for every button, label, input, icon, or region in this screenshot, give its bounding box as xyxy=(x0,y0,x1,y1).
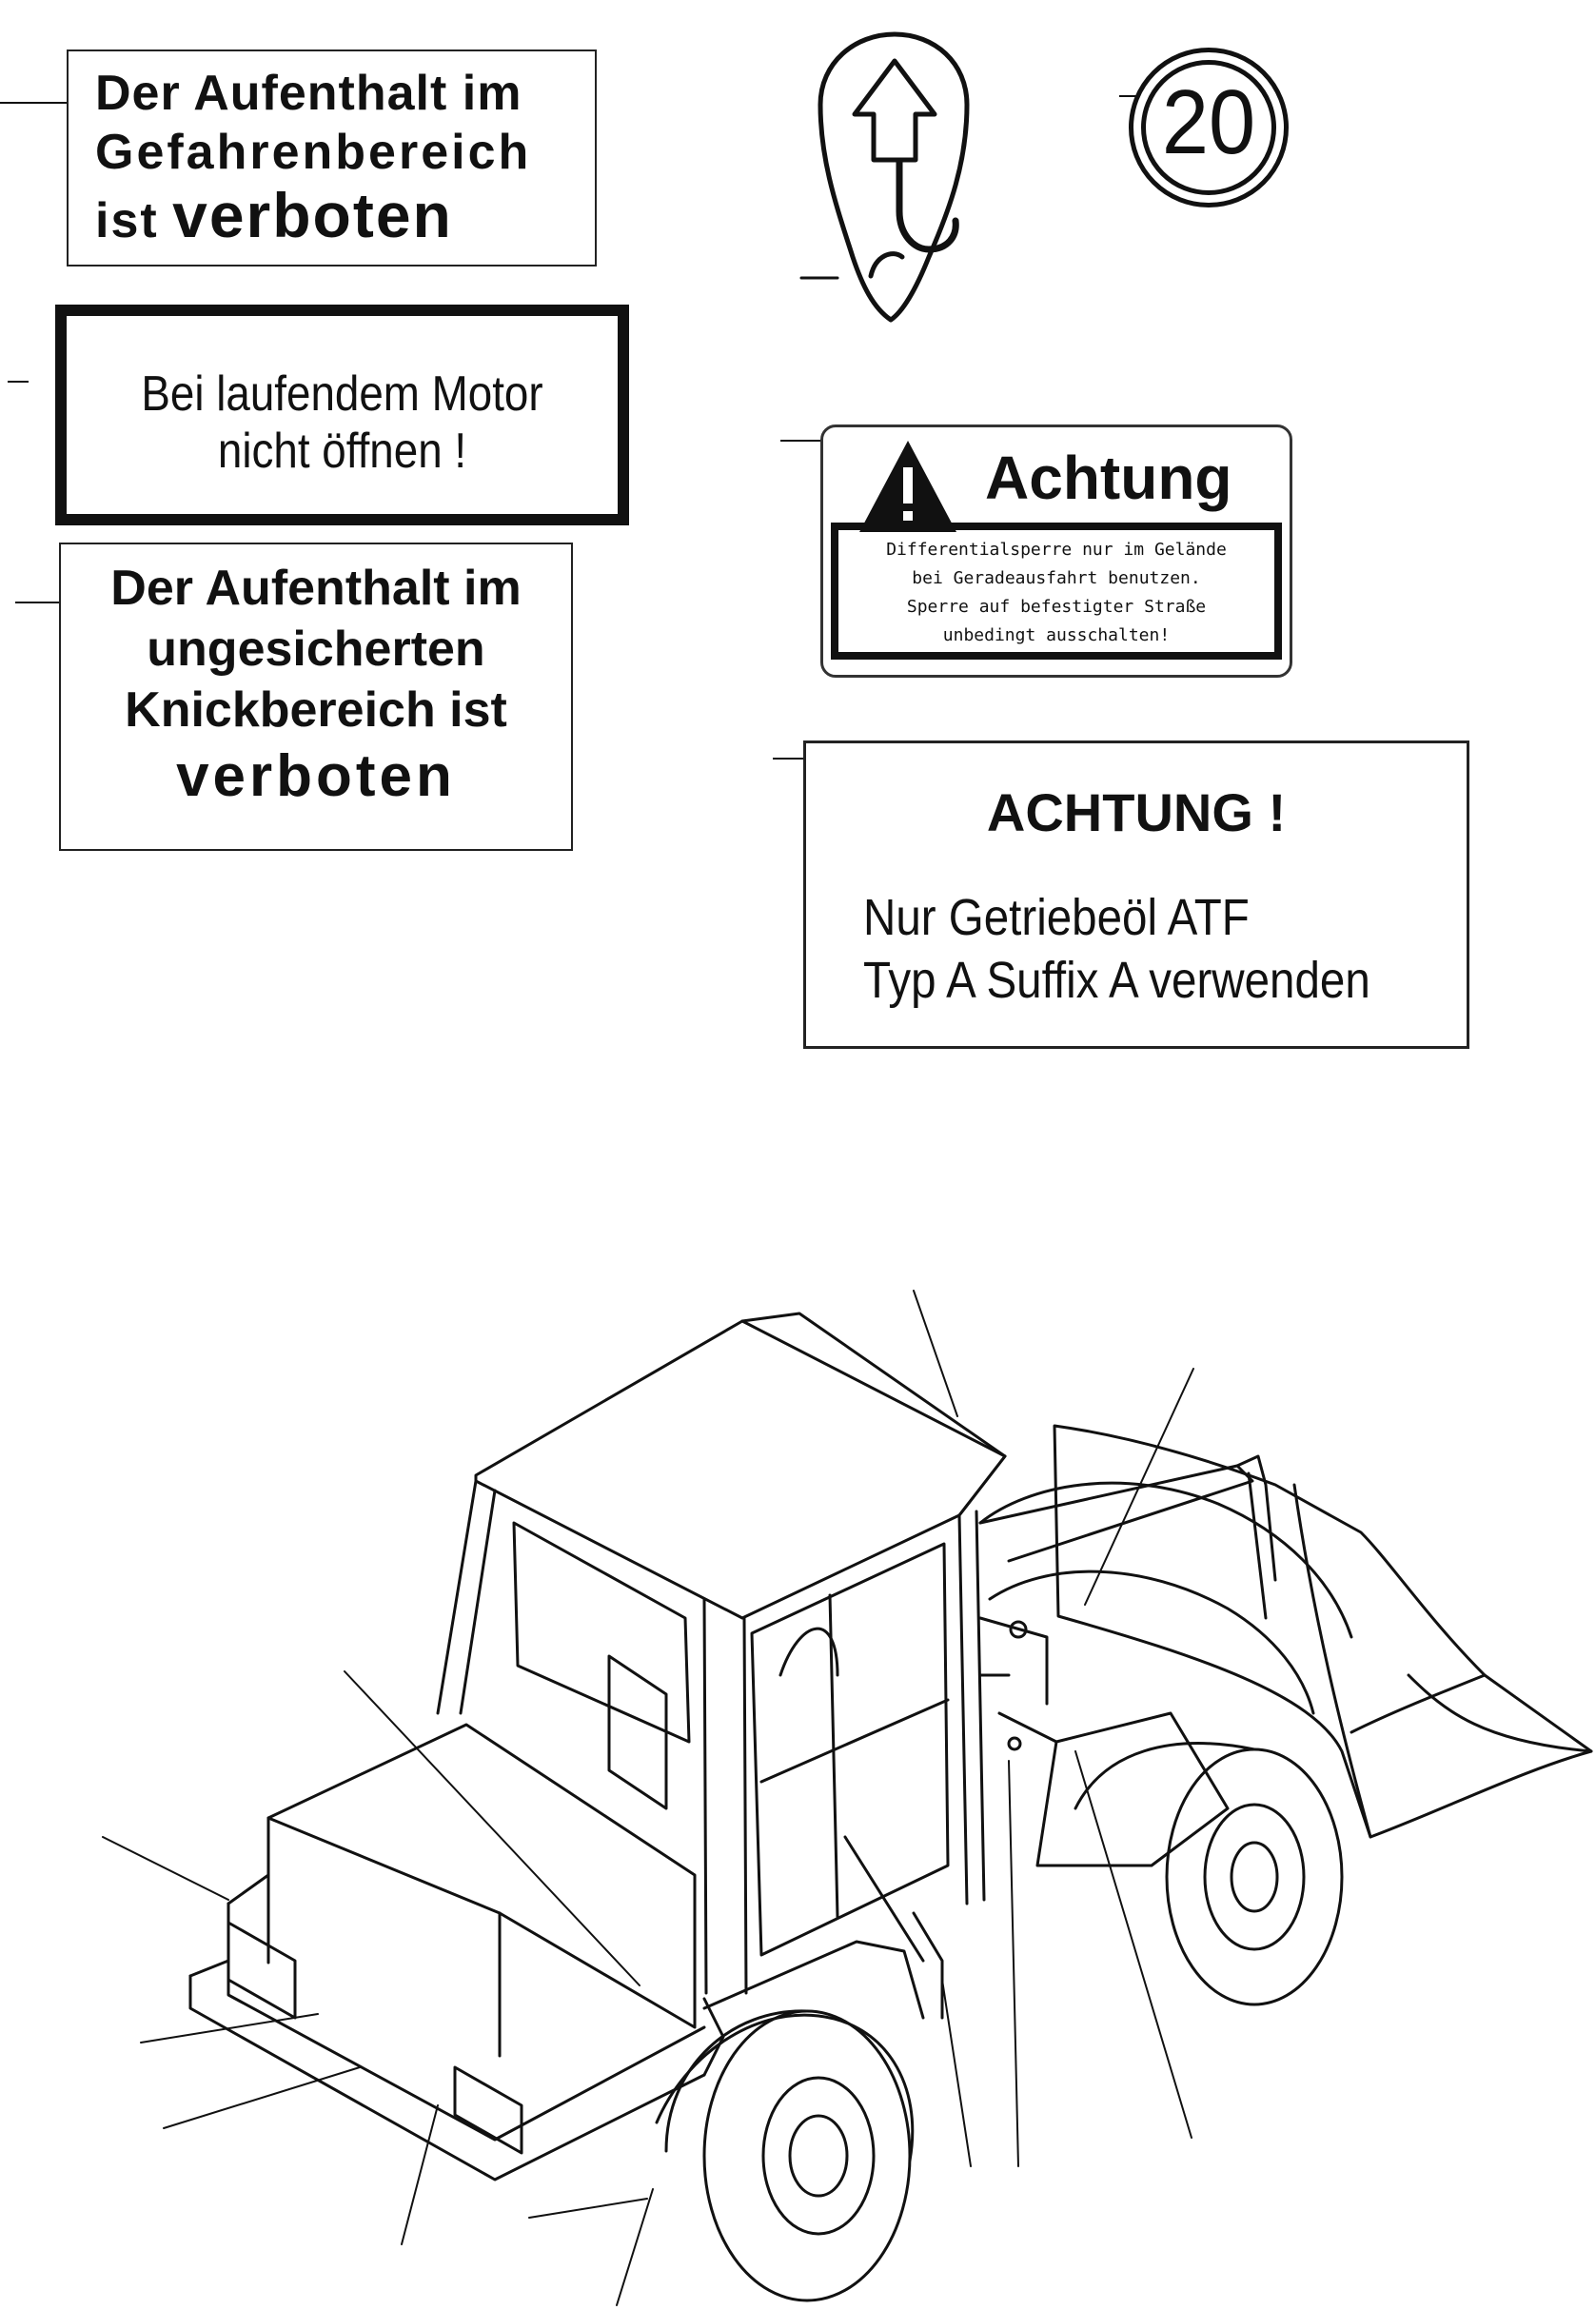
sign-differential-line2: bei Geradeausfahrt benutzen. xyxy=(912,568,1201,588)
sign-engine-running-line2: nicht öffnen ! xyxy=(217,424,467,479)
leader-line xyxy=(15,602,59,603)
sign-transmission-line2: Typ A Suffix A verwenden xyxy=(863,952,1370,1009)
callout-leaders xyxy=(102,1290,1194,2306)
sign-danger-zone-line3: ist verboten xyxy=(95,179,453,251)
leader-line xyxy=(780,440,826,442)
sign-articulation-line4: verboten xyxy=(176,743,456,809)
leader-line xyxy=(773,758,822,760)
sign-differential-line1: Differentialsperre nur im Gelände xyxy=(886,540,1227,560)
sign-articulation-zone: Der Aufenthalt im ungesicherten Knickber… xyxy=(59,543,573,851)
sign-articulation-line1: Der Aufenthalt im xyxy=(110,561,522,616)
sign-differential-lock: Achtung Differentialsperre nur im Geländ… xyxy=(820,424,1292,678)
sign-transmission-heading: ACHTUNG ! xyxy=(986,782,1287,842)
loader-wheel-rear xyxy=(664,2009,912,2302)
sign-transmission-line1: Nur Getriebeöl ATF xyxy=(863,889,1250,946)
crane-hook-icon xyxy=(818,31,970,323)
loader-cab-roof xyxy=(474,1312,1007,1620)
sign-engine-running: Bei laufendem Motor nicht öffnen ! xyxy=(55,305,629,525)
sign-danger-zone-line1: Der Aufenthalt im xyxy=(95,66,522,121)
sign-engine-running-line1: Bei laufendem Motor xyxy=(141,366,543,422)
leader-line xyxy=(0,102,69,104)
loader-fender xyxy=(655,1911,944,2162)
sign-speed-limit-inner-ring xyxy=(1141,60,1276,195)
sign-transmission-oil: ACHTUNG ! Nur Getriebeöl ATF Typ A Suffi… xyxy=(803,740,1469,1049)
sign-danger-zone-verboten: verboten xyxy=(172,180,453,250)
loader-wheel-front xyxy=(1035,1711,1344,2006)
sign-danger-zone: Der Aufenthalt im Gefahrenbereich ist ve… xyxy=(67,49,597,267)
loader-boom xyxy=(978,1454,1353,1715)
sign-differential-textbox: Differentialsperre nur im Gelände bei Ge… xyxy=(831,523,1282,660)
wheel-loader-drawing xyxy=(188,1312,1593,2302)
sign-differential-line3: Sperre auf befestigter Straße xyxy=(906,597,1207,617)
loader-frame xyxy=(978,1616,1058,1751)
sign-speed-limit: 20 xyxy=(1129,48,1289,207)
sign-speed-limit-value: 20 xyxy=(1161,71,1256,173)
loader-engine-hood xyxy=(188,1723,725,2182)
leader-line xyxy=(8,381,29,383)
sign-differential-line4: unbedingt ausschalten! xyxy=(942,625,1171,645)
sign-articulation-line2: ungesicherten xyxy=(147,622,485,677)
warning-triangle-icon xyxy=(859,441,956,532)
loader-bucket xyxy=(1053,1424,1593,1839)
loader-cab xyxy=(436,1479,986,1995)
sign-danger-zone-ist: ist xyxy=(95,193,159,248)
sign-articulation-line3: Knickbereich ist xyxy=(125,682,507,738)
sign-differential-heading: Achtung xyxy=(985,444,1232,512)
sign-danger-zone-line2: Gefahrenbereich xyxy=(95,125,532,180)
leader-line xyxy=(1119,95,1136,97)
